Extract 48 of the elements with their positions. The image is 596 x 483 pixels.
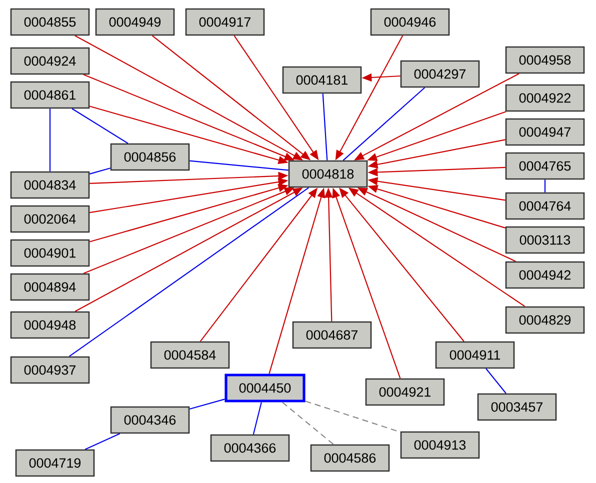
- connector-line: [69, 187, 309, 357]
- node-box: 0004913: [400, 431, 480, 459]
- node-box: 0004958: [505, 46, 585, 74]
- connector-line: [252, 402, 262, 434]
- node-box: 0004829: [505, 306, 585, 334]
- node-box: 0004346: [110, 406, 190, 434]
- node-box: 0004856: [110, 143, 190, 171]
- dashed-line: [282, 402, 334, 445]
- node-box: 0004855: [10, 8, 90, 36]
- connector-line: [49, 108, 51, 172]
- connector-line: [90, 168, 110, 174]
- connector-line: [190, 160, 288, 171]
- node-box: 0004861: [10, 81, 90, 109]
- node-box: 0004834: [10, 171, 90, 199]
- node-box: 0004947: [505, 118, 585, 146]
- node-box: 0004894: [10, 273, 90, 301]
- connector-line: [322, 94, 328, 160]
- node-box: 0004911: [435, 341, 515, 369]
- node-box: 0004948: [10, 311, 90, 339]
- node-box: 0004181: [282, 66, 362, 94]
- node-box: 0004937: [10, 356, 90, 384]
- node-box: 0004921: [365, 378, 445, 406]
- node-box: 0004719: [15, 449, 95, 477]
- node-box: 0003113: [505, 226, 585, 254]
- node-box: 0004922: [505, 84, 585, 112]
- node-box: 0004818: [288, 160, 368, 188]
- node-box: 0004764: [505, 192, 585, 220]
- node-box: 0004946: [370, 8, 450, 36]
- node-box: 0004942: [505, 261, 585, 289]
- selected-node-box: 0004450: [224, 374, 306, 402]
- connector-line: [544, 180, 546, 192]
- node-box: 0004765: [505, 152, 585, 180]
- node-box: 0004586: [310, 444, 390, 472]
- connector-line: [342, 87, 426, 161]
- node-box: 0004687: [292, 321, 372, 349]
- node-box: 0002064: [10, 205, 90, 233]
- node-box: 0004584: [150, 341, 230, 369]
- node-box: 0003457: [477, 393, 557, 421]
- connector-line: [486, 368, 506, 394]
- node-box: 0004949: [95, 8, 175, 36]
- connector-line: [190, 398, 225, 410]
- node-box: 0004917: [185, 8, 265, 36]
- node-box: 0004924: [10, 47, 90, 75]
- node-box: 0004901: [10, 239, 90, 267]
- node-box: 0004366: [210, 434, 290, 462]
- connector-line: [84, 433, 120, 450]
- node-box: 0004297: [400, 60, 480, 88]
- connector-line: [72, 108, 128, 144]
